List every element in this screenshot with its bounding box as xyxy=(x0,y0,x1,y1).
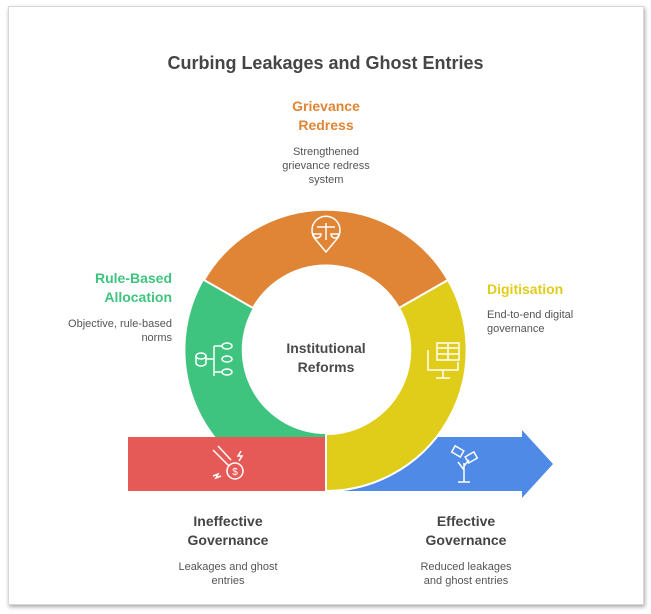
computer-table-icon xyxy=(427,342,460,379)
grievance-desc-3: system xyxy=(308,174,344,186)
grievance-desc-2: grievance redress xyxy=(282,160,370,172)
rule-based-allocation-label: Rule-Based Allocation Objective, rule-ba… xyxy=(50,269,172,345)
rule-title-1: Rule-Based xyxy=(94,270,172,286)
center-label-line1: Institutional xyxy=(286,340,366,356)
effective-governance-label: Effective Governance Reduced leakages an… xyxy=(376,512,556,588)
center-label: Institutional Reforms xyxy=(176,339,476,377)
database-hierarchy-icon xyxy=(195,342,233,376)
end-title-1: Effective xyxy=(436,513,496,529)
svg-text:$: $ xyxy=(232,467,238,478)
rule-desc-2: norms xyxy=(141,332,172,344)
scales-pin-icon xyxy=(311,215,341,254)
grievance-title-2: Redress xyxy=(298,117,354,133)
end-title-2: Governance xyxy=(425,532,507,548)
segment-grievance-redress xyxy=(202,208,450,310)
money-plant-icon xyxy=(450,444,479,483)
money-leak-icon: $ xyxy=(212,445,244,480)
start-title-1: Ineffective xyxy=(193,513,263,529)
start-desc-2: entries xyxy=(211,575,245,587)
diagram-card xyxy=(8,6,644,605)
segment-digitisation xyxy=(325,278,468,493)
grievance-redress-label: Grievance Redress Strengthened grievance… xyxy=(226,97,426,187)
digitisation-desc-2: governance xyxy=(487,323,545,335)
digitisation-label: Digitisation End-to-end digital governan… xyxy=(487,280,627,336)
diagram-title: Curbing Leakages and Ghost Entries xyxy=(167,53,484,73)
center-label-line2: Reforms xyxy=(297,359,355,375)
end-desc-2: and ghost entries xyxy=(423,575,509,587)
rule-desc-1: Objective, rule-based xyxy=(68,318,172,330)
grievance-desc-1: Strengthened xyxy=(292,146,360,158)
start-desc-1: Leakages and ghost xyxy=(178,561,278,573)
end-desc-1: Reduced leakages xyxy=(420,561,512,573)
grievance-title-1: Grievance xyxy=(292,98,360,114)
digitisation-title: Digitisation xyxy=(487,281,564,297)
start-title-2: Governance xyxy=(187,532,269,548)
rule-title-2: Allocation xyxy=(104,289,172,305)
digitisation-desc-1: End-to-end digital xyxy=(487,309,574,321)
ineffective-governance-label: Ineffective Governance Leakages and ghos… xyxy=(138,512,318,588)
